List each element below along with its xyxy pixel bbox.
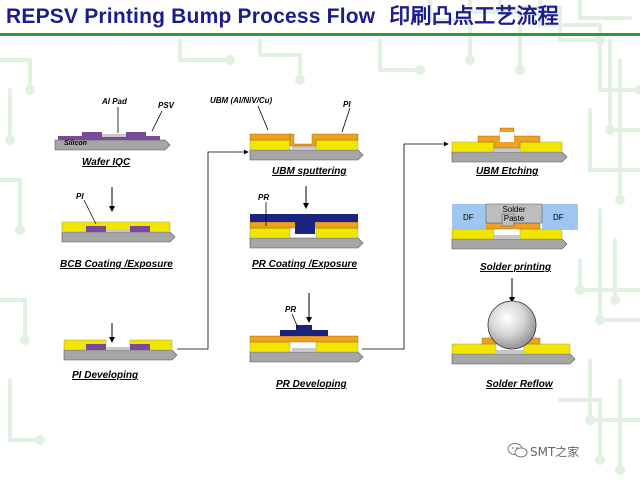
- circuit-pad: [610, 295, 620, 305]
- wechat-icon: [507, 443, 528, 458]
- pr-label-developing: PR: [285, 305, 297, 314]
- circuit-pad: [615, 465, 625, 475]
- circuit-pad: [415, 65, 425, 75]
- circuit-trace: [8, 378, 42, 442]
- wafer-iqc-stack: [54, 132, 171, 151]
- circuit-trace: [498, 0, 602, 42]
- circuit-trace: [0, 58, 32, 92]
- psv-layer: [102, 136, 126, 140]
- flow-connector: [177, 149, 249, 350]
- caption-bcb-coating: BCB Coating /Exposure: [60, 259, 173, 270]
- al-pad-label: Al Pad: [102, 97, 127, 106]
- ubm-etching-stack: [451, 127, 568, 163]
- circuit-pad: [25, 85, 35, 95]
- title-underline: [0, 33, 640, 36]
- caption-ubm-etching: UBM Etching: [476, 166, 539, 177]
- circuit-trace: [258, 38, 302, 82]
- pi-developing-stack: [63, 339, 178, 361]
- circuit-pad: [225, 55, 235, 65]
- caption-pr-coating: PR Coating /Exposure: [252, 259, 358, 270]
- caption-pr-developing: PR Developing: [276, 379, 347, 390]
- caption-wafer-iqc: Wafer IQC: [82, 157, 131, 168]
- df-left: [452, 204, 486, 230]
- caption-ubm-sputtering: UBM sputtering: [272, 166, 347, 177]
- pi-label-ubm: PI: [343, 100, 351, 109]
- circuit-trace: [468, 0, 522, 72]
- solder-paste-label-line1: Solder: [502, 205, 526, 214]
- circuit-pad: [15, 225, 25, 235]
- title-english: REPSV Printing Bump Process Flow: [6, 5, 376, 28]
- caption-pi-developing: PI Developing: [72, 370, 139, 381]
- ubm-leader: [257, 105, 269, 131]
- psv-layer: [146, 136, 160, 140]
- solder-ball: [487, 300, 537, 350]
- page-title: REPSV Printing Bump Process Flow 印刷凸点工艺流程: [6, 2, 559, 32]
- circuit-trace: [538, 0, 640, 92]
- circuit-pad: [515, 65, 525, 75]
- watermark-text: SMT之家: [530, 445, 580, 459]
- psv-label: PSV: [158, 101, 175, 110]
- pr-label: PR: [258, 193, 270, 202]
- circuit-pad: [35, 435, 45, 445]
- pr-layer: [250, 214, 358, 222]
- pi-leader: [341, 107, 351, 133]
- ubm-layer: [249, 133, 291, 141]
- circuit-pad: [575, 285, 585, 295]
- caption-solder-reflow: Solder Reflow: [486, 379, 553, 390]
- circuit-pad: [615, 195, 625, 205]
- psv-bump: [82, 132, 102, 140]
- circuit-pad: [295, 75, 305, 85]
- pi-label: PI: [76, 192, 84, 201]
- caption-solder-printing: Solder printing: [480, 262, 552, 273]
- df-right: [542, 204, 578, 230]
- circuit-trace: [378, 38, 422, 72]
- circuit-trace: [558, 398, 602, 462]
- pr-leader: [291, 313, 299, 329]
- pi-leader: [83, 199, 97, 225]
- bcb-coating-stack: [61, 221, 176, 243]
- df-label-right: DF: [553, 213, 564, 222]
- circuit-pad: [595, 455, 605, 465]
- title-chinese: 印刷凸点工艺流程: [389, 5, 559, 28]
- al-pad: [102, 134, 126, 137]
- circuit-pad: [585, 415, 595, 425]
- solder-paste-label: Solder Paste: [488, 205, 540, 223]
- silicon-label: Silicon: [64, 140, 87, 147]
- circuit-trace: [178, 38, 232, 62]
- solder-reflow-stack: [451, 300, 576, 365]
- circuit-pad: [595, 35, 605, 45]
- psv-layer: [58, 136, 82, 140]
- df-label-left: DF: [463, 213, 474, 222]
- flow-connector: [362, 141, 449, 350]
- pr-coating-stack: [249, 214, 364, 249]
- solder-paste-label-line2: Paste: [503, 214, 525, 223]
- circuit-trace: [588, 108, 640, 172]
- circuit-pad: [595, 315, 605, 325]
- circuit-trace: [0, 298, 27, 342]
- circuit-trace: [0, 178, 22, 232]
- circuit-pad: [20, 335, 30, 345]
- circuit-trace: [428, 0, 472, 62]
- pr-developing-stack: [249, 325, 364, 363]
- circuit-pad: [605, 125, 615, 135]
- solder-printing-stack: [451, 203, 578, 250]
- psv-bump: [126, 132, 146, 140]
- circuit-trace: [578, 0, 632, 20]
- circuit-pad: [635, 85, 640, 95]
- psv-leader: [151, 110, 163, 132]
- ubm-sputtering-stack: [249, 133, 364, 161]
- circuit-pad: [465, 55, 475, 65]
- circuit-pad: [5, 135, 15, 145]
- ubm-label: UBM (Al/NiV/Cu): [210, 96, 273, 105]
